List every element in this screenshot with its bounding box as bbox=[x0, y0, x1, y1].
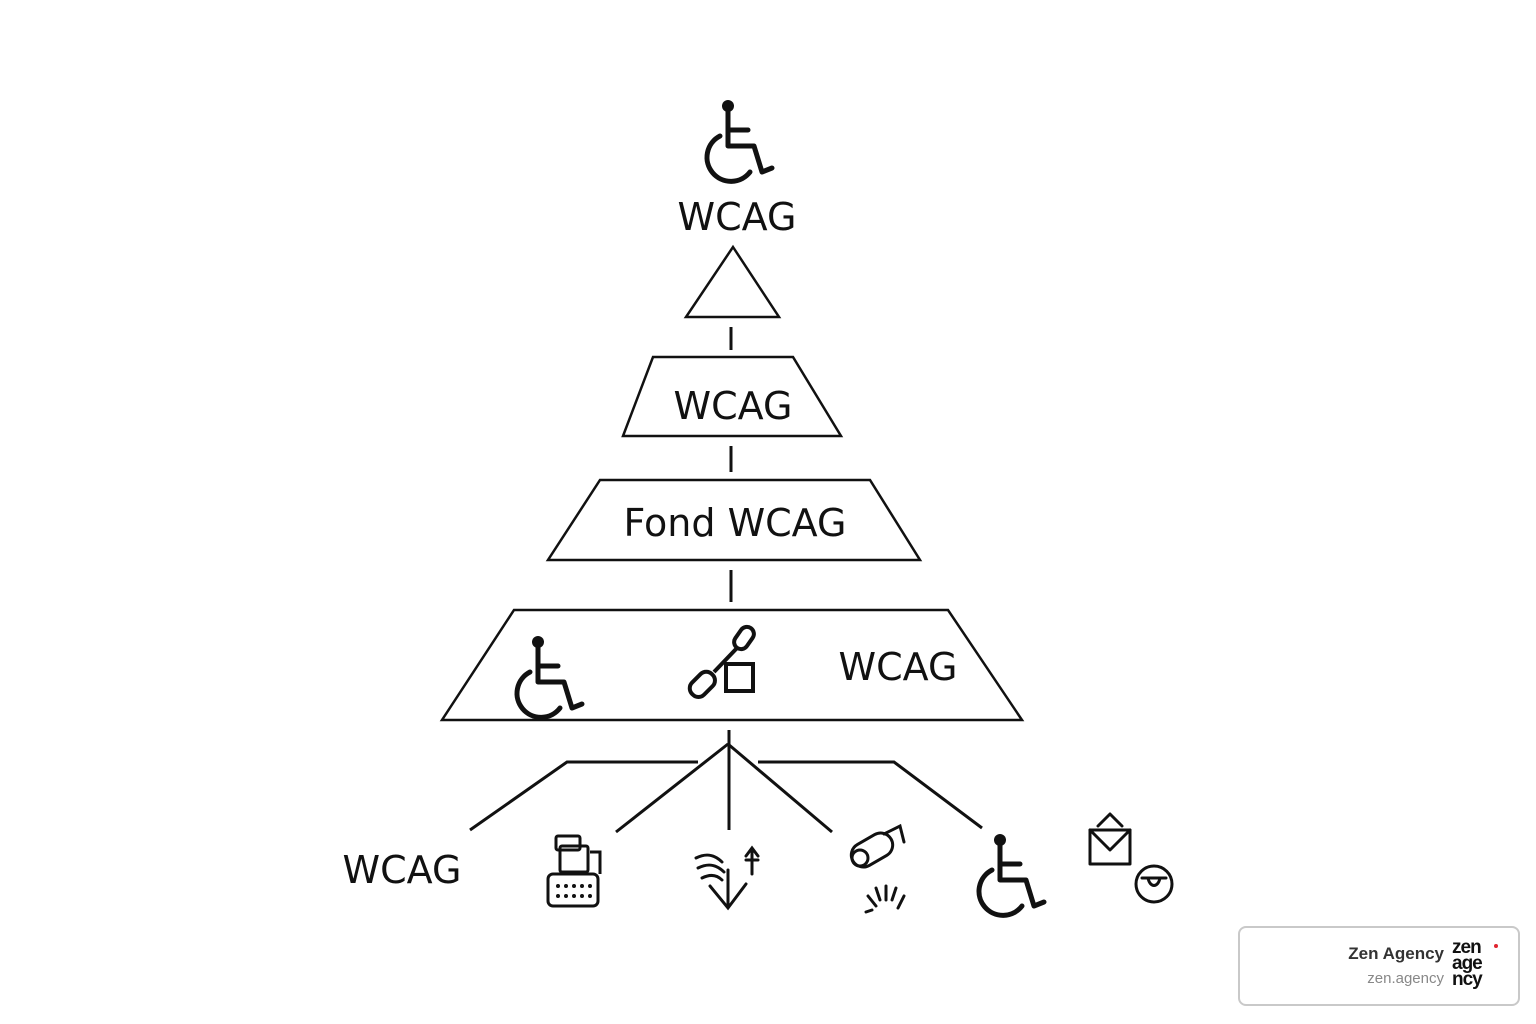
wheelchair-icon bbox=[707, 100, 772, 181]
level-2-label: WCAG bbox=[674, 384, 793, 428]
brand-logo-line: age bbox=[1452, 953, 1483, 974]
level-4-node: WCAG bbox=[439, 608, 1025, 722]
level-3-trapezoid bbox=[545, 478, 923, 562]
brand-logo-line: ncy bbox=[1452, 969, 1483, 990]
leaf-connectors bbox=[469, 730, 983, 834]
level-2-node: WCAG bbox=[621, 355, 844, 438]
brand-name: Zen Agency bbox=[1348, 944, 1444, 963]
brand-logo: zen age ncy bbox=[1452, 937, 1500, 990]
level-3-node: Fond WCAG bbox=[545, 478, 923, 562]
level-4-label: WCAG bbox=[839, 645, 958, 689]
brand-card[interactable]: Zen Agency zen.agency zen age ncy bbox=[1238, 926, 1520, 1006]
mail-icon bbox=[1088, 812, 1174, 904]
leaf-label: WCAG bbox=[343, 848, 462, 892]
brand-logo-line: zen bbox=[1452, 937, 1482, 958]
swipe-gesture-icon bbox=[694, 845, 760, 911]
pen-tool-icon bbox=[687, 624, 756, 699]
wheelchair-icon bbox=[517, 636, 582, 717]
top-label: WCAG bbox=[678, 195, 797, 239]
leaf-nodes: WCAG bbox=[343, 812, 1174, 915]
brand-text: Zen Agency zen.agency bbox=[1348, 944, 1444, 987]
apex-triangle bbox=[683, 244, 782, 319]
brand-logo-dot bbox=[1494, 944, 1498, 948]
top-node: WCAG bbox=[678, 100, 797, 319]
brand-url[interactable]: zen.agency bbox=[1367, 970, 1444, 987]
level-2-trapezoid bbox=[621, 355, 844, 438]
keyboard-device-icon bbox=[546, 834, 602, 908]
level-3-label: Fond WCAG bbox=[624, 501, 847, 545]
camera-icon bbox=[849, 823, 906, 914]
wheelchair-icon bbox=[979, 834, 1044, 915]
level-4-trapezoid bbox=[439, 608, 1025, 722]
